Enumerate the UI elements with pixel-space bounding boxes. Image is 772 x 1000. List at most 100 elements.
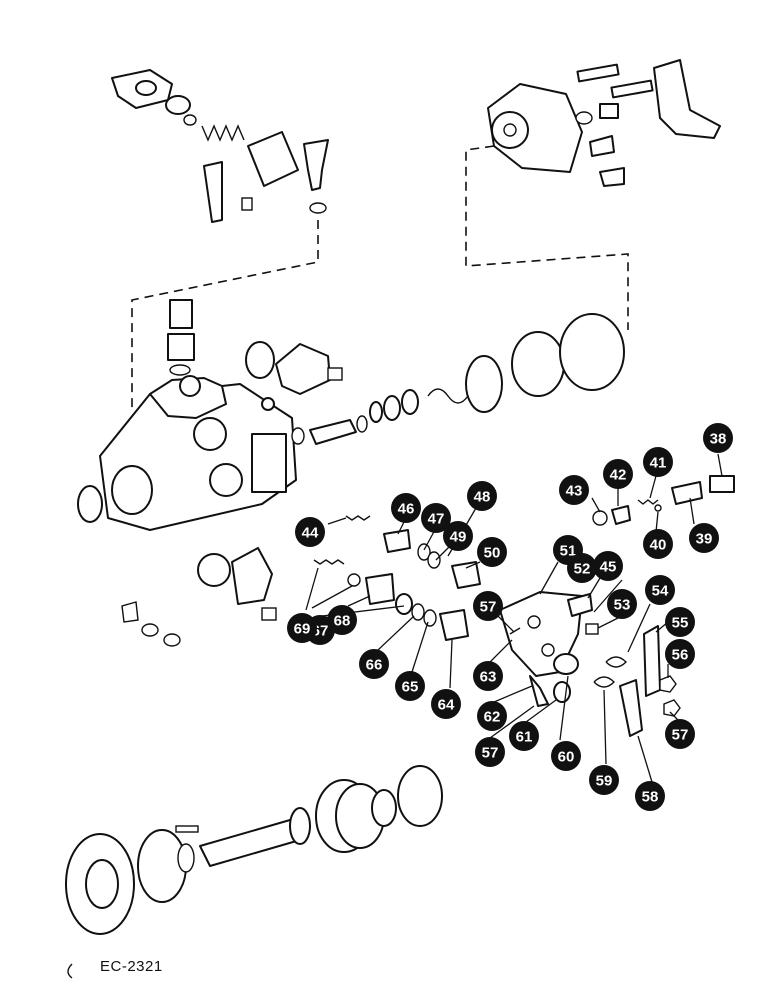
callout-circle — [443, 521, 473, 551]
callout-circle — [473, 661, 503, 691]
callout-number: 53 — [614, 597, 631, 614]
pump-body-group — [77, 299, 343, 531]
washer-43 — [592, 510, 608, 526]
nut-56 — [659, 675, 677, 693]
callout-43: 43 — [559, 475, 589, 505]
pin — [203, 161, 223, 223]
callout-52: 52 — [567, 553, 597, 583]
top-fitting — [167, 333, 195, 361]
boss-hole — [179, 375, 201, 397]
head-fitting-3 — [599, 167, 625, 187]
spring-54 — [605, 656, 627, 668]
coupling — [371, 789, 397, 827]
callout-45: 45 — [593, 551, 623, 581]
callout-circle — [473, 591, 503, 621]
callout-number: 48 — [474, 489, 491, 506]
housing-front-bore — [111, 465, 153, 515]
callout-66: 66 — [359, 649, 389, 679]
lever-assembly — [499, 591, 681, 737]
callout-68: 68 — [327, 605, 357, 635]
side-cover — [275, 343, 331, 395]
shaft-ring-3 — [383, 395, 401, 421]
callout-circle — [665, 607, 695, 637]
callout-number: 65 — [402, 679, 419, 696]
callout-number: 54 — [652, 583, 669, 600]
cover-screw — [327, 367, 343, 381]
plate-hole-2 — [541, 643, 555, 657]
top-washer — [169, 364, 191, 376]
bush-60 — [553, 653, 579, 675]
spring-41 — [637, 499, 659, 505]
callout-55: 55 — [665, 607, 695, 637]
governor-shaft — [309, 419, 357, 445]
callout-50: 50 — [477, 537, 507, 567]
o-ring — [165, 95, 191, 115]
holder-50 — [451, 561, 481, 589]
nut-57-right — [663, 699, 681, 717]
callout-number: 57 — [672, 727, 689, 744]
callout-circle — [703, 423, 733, 453]
callout-63: 63 — [473, 661, 503, 691]
mounting-bracket — [653, 59, 721, 139]
callout-41: 41 — [643, 447, 673, 477]
piston-sleeve — [247, 131, 299, 187]
callout-number: 56 — [672, 647, 689, 664]
ring-65 — [423, 609, 437, 627]
link-55 — [643, 625, 661, 697]
callout-circle — [603, 459, 633, 489]
callout-circle — [467, 481, 497, 511]
small-bracket — [121, 601, 139, 623]
callout-circle — [635, 781, 665, 811]
top-right-head-group — [465, 59, 721, 330]
callout-number: 45 — [600, 559, 617, 576]
callout-circle — [665, 719, 695, 749]
ring-47 — [417, 543, 431, 561]
callout-number: 63 — [480, 669, 497, 686]
pin-63 — [509, 627, 521, 635]
callout-53: 53 — [607, 589, 637, 619]
governor-weights — [397, 765, 443, 827]
shaft-ring-4 — [401, 389, 419, 415]
callout-49: 49 — [443, 521, 473, 551]
top-plug — [169, 299, 193, 329]
callout-65: 65 — [395, 671, 425, 701]
gasket-ring — [197, 553, 231, 587]
callout-64: 64 — [431, 689, 461, 719]
callout-39: 39 — [689, 523, 719, 553]
housing-lug — [261, 397, 275, 411]
callout-47: 47 — [421, 503, 451, 533]
callout-number: 52 — [574, 561, 591, 578]
callout-circle — [509, 721, 539, 751]
callout-circle — [643, 447, 673, 477]
housing-port-1 — [193, 417, 227, 451]
ring-66 — [411, 603, 425, 621]
callout-61: 61 — [509, 721, 539, 751]
callout-57: 57 — [665, 719, 695, 749]
callout-number: 66 — [366, 657, 383, 674]
spring-59 — [593, 676, 615, 688]
side-seal-ring — [245, 341, 275, 379]
clip — [67, 963, 73, 979]
head-fitting-2 — [589, 135, 615, 157]
callout-circle — [475, 737, 505, 767]
callout-42: 42 — [603, 459, 633, 489]
callout-number: 62 — [484, 709, 501, 726]
figure-code: EC-2321 — [100, 958, 163, 975]
callout-circle — [589, 765, 619, 795]
shaft-collar — [289, 807, 311, 845]
head-bolt-2 — [610, 79, 654, 99]
screw-46 — [383, 529, 411, 553]
governor-shaft-group — [291, 313, 625, 445]
callout-44: 44 — [295, 517, 325, 547]
drive-seal-2 — [559, 313, 625, 391]
callout-58: 58 — [635, 781, 665, 811]
dashed-connector-left — [131, 220, 319, 410]
washer-67 — [395, 593, 413, 615]
callout-69: 69 — [287, 613, 317, 643]
callout-60: 60 — [551, 741, 581, 771]
callout-38: 38 — [703, 423, 733, 453]
callout-46: 46 — [391, 493, 421, 523]
cap-38 — [709, 475, 735, 493]
callout-number: 68 — [334, 613, 351, 630]
